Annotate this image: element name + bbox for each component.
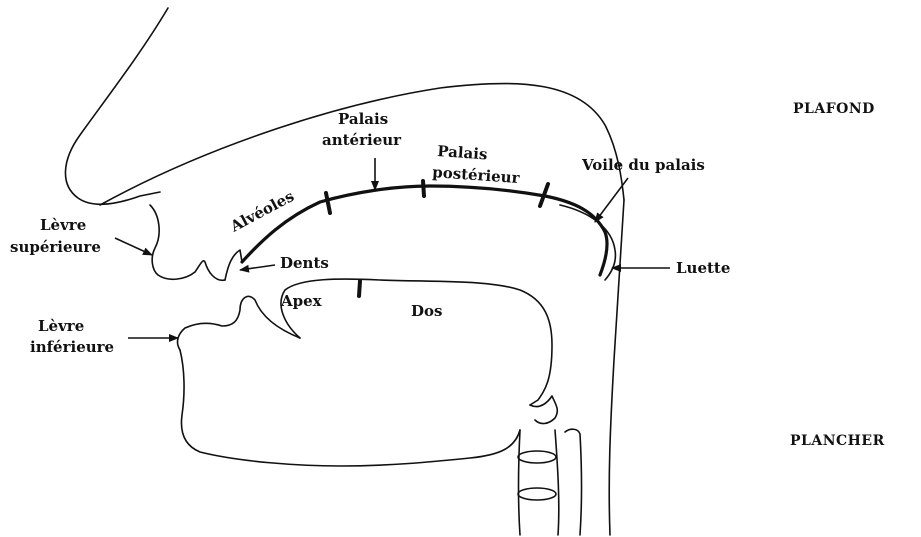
pharynx-wall <box>609 200 624 535</box>
trachea-ring-left <box>565 429 582 535</box>
label-palais-anterieur-1: Palais <box>338 110 388 128</box>
lower-lip-outline <box>180 350 520 466</box>
tick-palate-ant <box>423 181 424 196</box>
tongue-outline[interactable] <box>281 279 552 405</box>
label-palais-posterieur-2: postérieur <box>432 163 522 187</box>
label-plancher: PLANCHER <box>790 433 885 449</box>
nose-outline <box>65 8 168 204</box>
label-levre-inferieure-1: Lèvre <box>38 317 84 335</box>
trachea-ring-1 <box>518 451 556 463</box>
arrow-levre-superieure <box>115 238 152 255</box>
label-plafond: PLAFOND <box>793 101 875 117</box>
label-dos: Dos <box>411 302 442 320</box>
trachea-ring-2 <box>518 488 556 500</box>
label-palais-anterieur-2: antérieur <box>322 131 402 149</box>
larynx-outline <box>519 430 521 535</box>
tick-alveoles <box>326 193 330 213</box>
arrow-dents <box>240 265 275 270</box>
label-levre-inferieure-2: inférieure <box>30 338 114 356</box>
tick-tongue <box>359 281 360 296</box>
label-alveoles: Alvéoles <box>227 187 298 236</box>
trachea-outline <box>555 430 559 535</box>
label-levre-superieure-2: supérieure <box>10 238 101 256</box>
epiglottis-outline <box>530 396 557 424</box>
label-palais-posterieur-1: Palais <box>437 142 488 163</box>
upper-teeth-outline <box>225 250 242 280</box>
label-apex: Apex <box>280 292 323 310</box>
label-dents: Dents <box>280 254 329 272</box>
label-levre-superieure-1: Lèvre <box>40 216 86 234</box>
label-voile-du-palais: Voile du palais <box>581 156 705 174</box>
upper-lip-outline <box>150 205 225 280</box>
label-luette: Luette <box>676 259 730 277</box>
